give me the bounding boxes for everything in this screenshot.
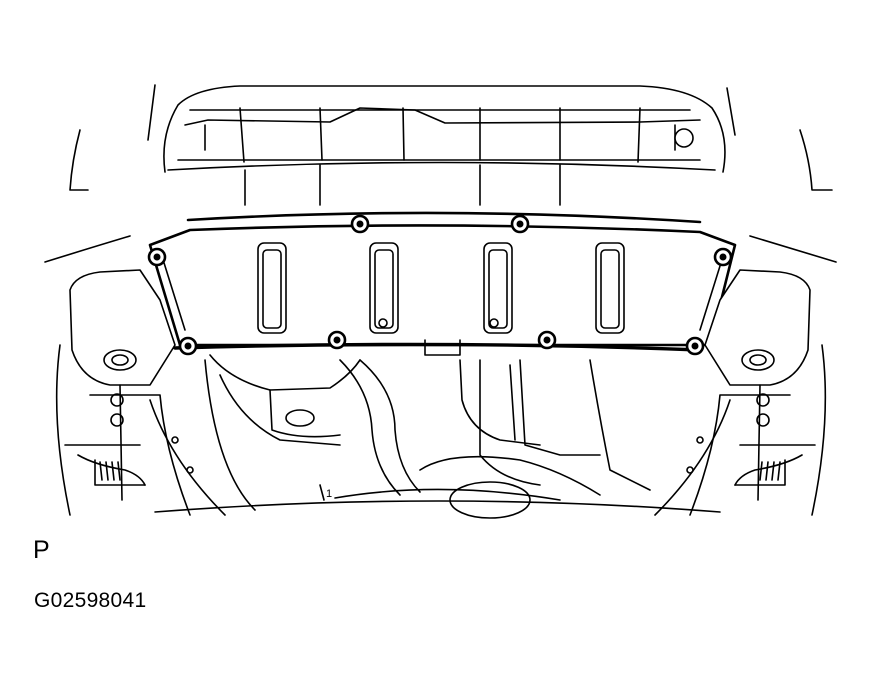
- body-outline: [45, 85, 836, 262]
- engine-under-cover: [150, 213, 735, 355]
- engine-under-cover-illustration: 1: [0, 0, 881, 530]
- cover-vent-slots: [258, 243, 624, 333]
- callout-label: 1: [326, 488, 332, 500]
- figure-id-label: G02598041: [34, 589, 147, 612]
- mounting-bolts: [149, 216, 731, 354]
- view-code-label: P: [33, 536, 51, 564]
- right-side-member: [655, 270, 825, 515]
- bumper-structure: [168, 108, 715, 205]
- engine-components: [155, 355, 720, 518]
- left-side-member: [57, 270, 225, 515]
